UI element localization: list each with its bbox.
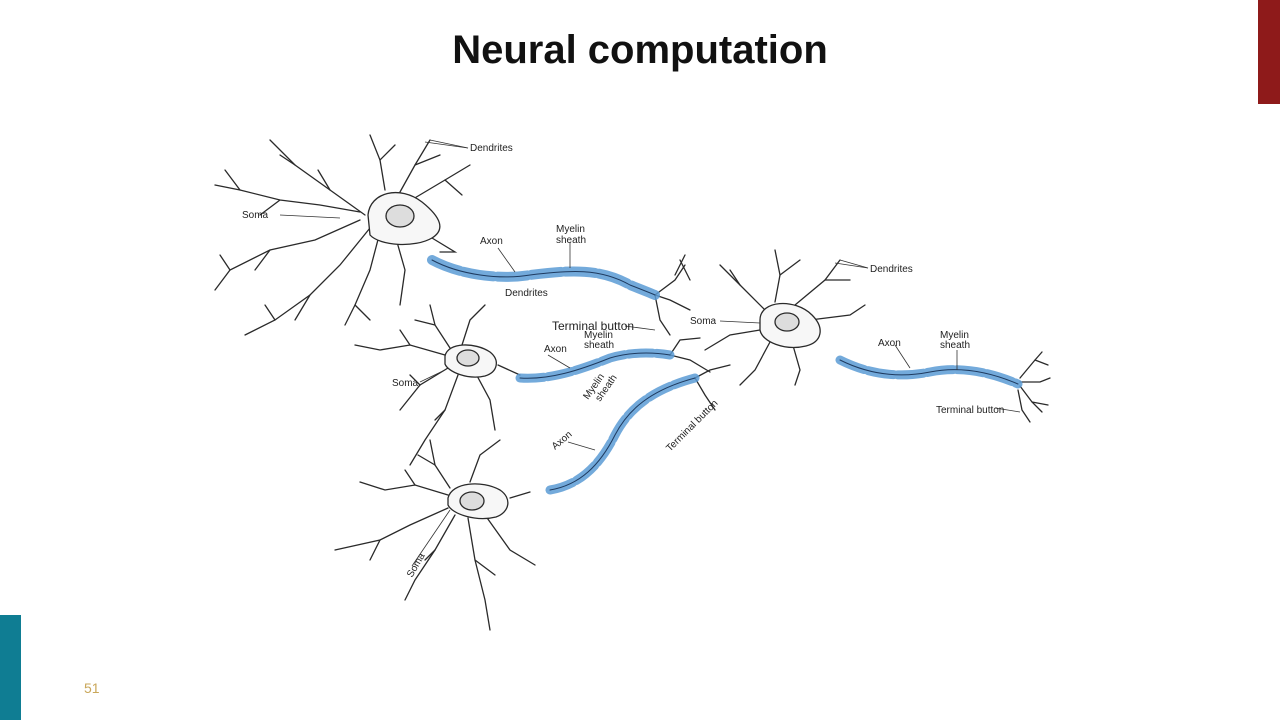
neuron-a-myelin-label-1: Myelin [556, 224, 585, 235]
neuron-diagram: Dendrites Soma Axon Myelin sheath Dendri… [214, 134, 1051, 631]
neuron-a-dendrites-label: Dendrites [470, 143, 513, 154]
neuron-b-terminal [1017, 351, 1051, 423]
neuron-b-terminal-label: Terminal button [936, 405, 1004, 416]
neuron-b-dendrites [674, 249, 866, 386]
accent-bar-teal [0, 615, 21, 720]
neuron-a-nucleus [385, 204, 415, 228]
neuron-b-nucleus [774, 312, 800, 332]
neuron-c [354, 304, 521, 466]
neuron-c-soma-label: Soma [392, 378, 419, 389]
neuron-d-axon-label: Axon [550, 429, 575, 452]
slide-number: 51 [84, 680, 100, 696]
neuron-c-myelin-label-1: Myelin [584, 330, 613, 341]
neuron-a-myelin-label-2: sheath [556, 235, 586, 246]
neuron-a-soma-label: Soma [242, 210, 269, 221]
neuron-d-terminal-label: Terminal button [664, 398, 720, 454]
neuron-b-dendrites-label: Dendrites [870, 264, 913, 275]
neuron-d-dendrites [334, 439, 536, 631]
neuron-c-myelin-label-2: sheath [584, 340, 614, 351]
accent-bar-red [1258, 0, 1280, 104]
neuron-b-myelin-label-2: sheath [940, 340, 970, 351]
neuron-a-axon-label: Axon [480, 236, 503, 247]
slide-title: Neural computation [452, 28, 828, 72]
neuron-b-axon-label: Axon [878, 338, 901, 349]
neuron-c-nucleus [456, 349, 480, 367]
neuron-a [214, 134, 471, 336]
neuron-b-myelin-label-1: Myelin [940, 330, 969, 341]
terminal-arbor [654, 264, 731, 411]
neuron-a-dendrites [214, 134, 471, 336]
neuron-d-nucleus [459, 491, 485, 511]
neuron-c-dendrites [354, 304, 496, 466]
neuron-c-axon-label: Axon [544, 344, 567, 355]
neuron-d [334, 439, 536, 631]
neuron-b [674, 249, 1051, 423]
axon-d-myelin [545, 373, 700, 495]
neuron-b-soma-label: Soma [690, 316, 717, 327]
neuron-c-terminal-label: Terminal button [552, 319, 634, 333]
neuron-c-dendrites-label: Dendrites [505, 288, 548, 299]
